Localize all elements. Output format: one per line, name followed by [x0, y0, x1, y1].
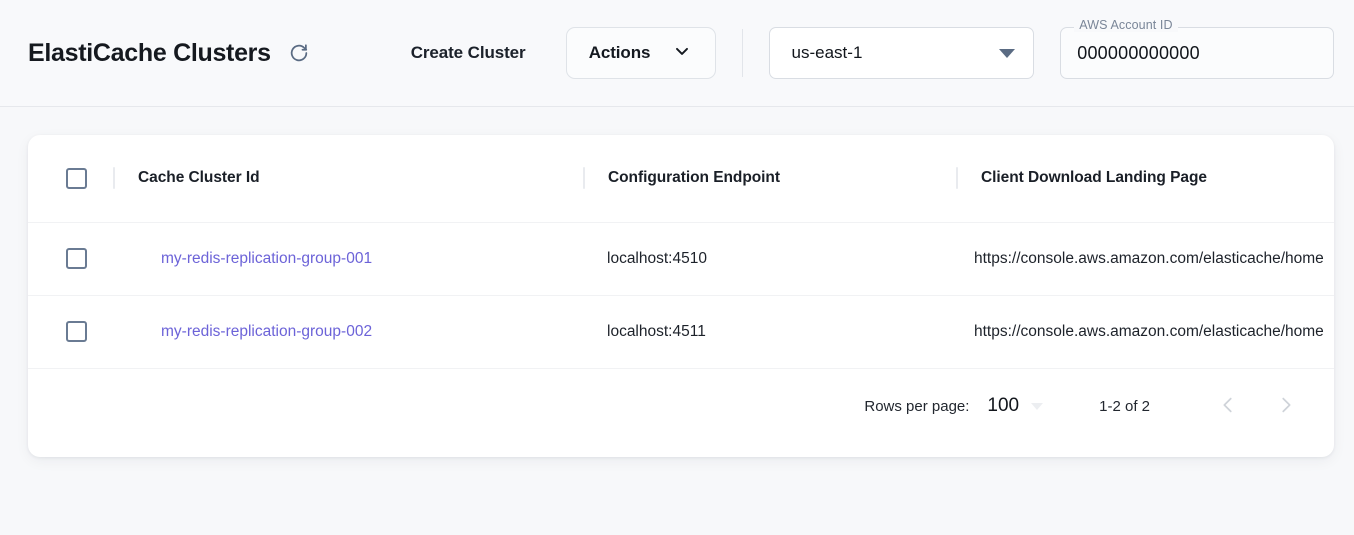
column-header-client-download-landing-page[interactable]: Client Download Landing Page [956, 135, 1334, 223]
pagination-bar: Rows per page: 100 1-2 of 2 [28, 369, 1334, 444]
column-header-label: Configuration Endpoint [608, 169, 780, 187]
refresh-icon[interactable] [285, 39, 313, 67]
row-checkbox[interactable] [66, 321, 87, 342]
table-header-row: Cache Cluster Id Configuration Endpoint … [28, 135, 1334, 223]
triangle-down-icon [999, 48, 1016, 58]
create-cluster-button[interactable]: Create Cluster [405, 35, 532, 71]
select-all-header [28, 135, 113, 223]
cache-cluster-id-cell: my-redis-replication-group-002 [113, 295, 583, 369]
cluster-link[interactable]: my-redis-replication-group-001 [161, 249, 373, 267]
cache-cluster-id-cell: my-redis-replication-group-001 [113, 222, 583, 296]
next-page-button[interactable] [1264, 384, 1308, 428]
header-divider [741, 29, 743, 77]
client-download-landing-page-cell: https://console.aws.amazon.com/elasticac… [956, 295, 1334, 369]
table-header: Cache Cluster Id Configuration Endpoint … [28, 135, 1334, 223]
page-title: ElastiCache Clusters [28, 38, 271, 67]
column-header-configuration-endpoint[interactable]: Configuration Endpoint [583, 135, 956, 223]
region-select-value: us-east-1 [791, 43, 863, 62]
app-header: ElastiCache Clusters Create Cluster Acti… [0, 0, 1354, 107]
table-body: my-redis-replication-group-001 localhost… [28, 222, 1334, 369]
column-header-label: Client Download Landing Page [981, 169, 1207, 187]
column-header-label: Cache Cluster Id [138, 169, 260, 187]
configuration-endpoint-cell: localhost:4511 [583, 295, 956, 369]
clusters-card: Cache Cluster Id Configuration Endpoint … [28, 135, 1334, 457]
chevron-left-icon [1217, 394, 1239, 419]
chevron-right-icon [1275, 394, 1297, 419]
rows-per-page-label: Rows per page: [864, 397, 970, 415]
aws-account-id-value: 000000000000 [1077, 42, 1200, 63]
table-row: my-redis-replication-group-002 localhost… [28, 295, 1334, 369]
previous-page-button[interactable] [1206, 384, 1250, 428]
column-divider [583, 167, 585, 190]
triangle-down-icon [1031, 402, 1044, 410]
chevron-down-icon [672, 41, 692, 66]
aws-account-id-label: AWS Account ID [1074, 19, 1178, 32]
title-block: ElastiCache Clusters [28, 39, 313, 68]
client-download-landing-page-cell: https://console.aws.amazon.com/elasticac… [956, 222, 1334, 296]
rows-per-page-value: 100 [987, 395, 1020, 416]
aws-account-id-field[interactable]: AWS Account ID 000000000000 [1060, 19, 1334, 79]
clusters-table: Cache Cluster Id Configuration Endpoint … [28, 135, 1334, 369]
pagination-range-label: 1-2 of 2 [1099, 397, 1150, 415]
cluster-link[interactable]: my-redis-replication-group-002 [161, 322, 373, 340]
actions-button-label: Actions [588, 43, 651, 62]
row-select-cell [28, 222, 113, 296]
column-divider [956, 167, 958, 190]
column-header-cache-cluster-id[interactable]: Cache Cluster Id [113, 135, 583, 223]
actions-button[interactable]: Actions [565, 27, 716, 79]
select-all-checkbox[interactable] [66, 167, 87, 189]
configuration-endpoint-cell: localhost:4510 [583, 222, 956, 296]
region-select[interactable]: us-east-1 [768, 27, 1035, 79]
row-checkbox[interactable] [66, 248, 87, 269]
column-divider [113, 167, 115, 190]
table-row: my-redis-replication-group-001 localhost… [28, 222, 1334, 296]
row-select-cell [28, 295, 113, 369]
rows-per-page-select[interactable]: 100 [987, 395, 1044, 417]
